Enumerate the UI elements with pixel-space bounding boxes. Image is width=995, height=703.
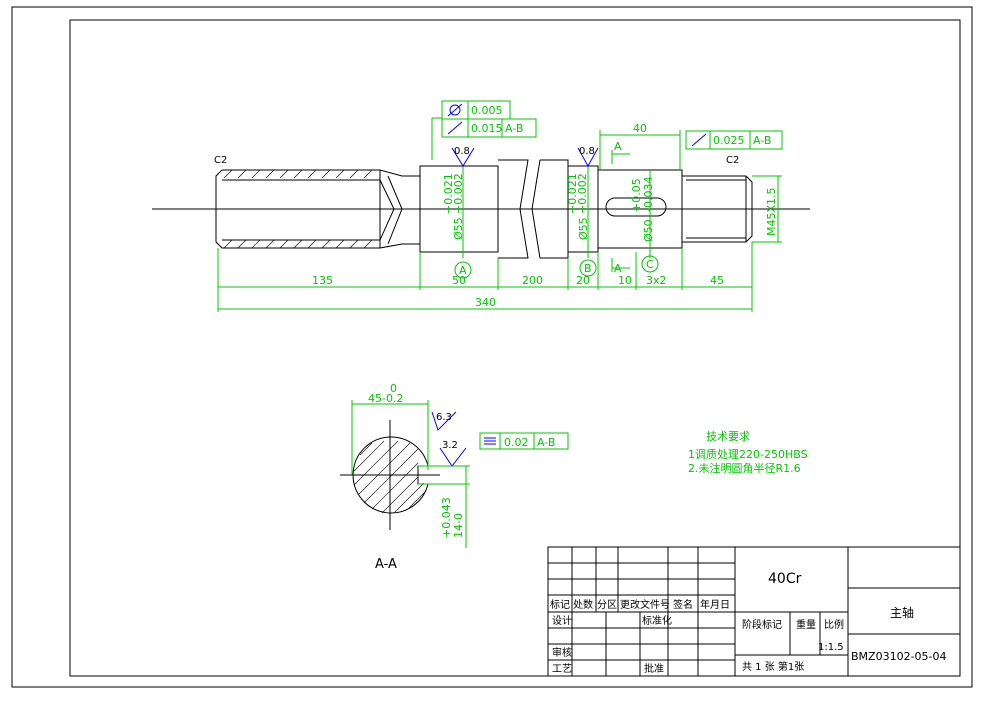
tb-standardize: 标准化 bbox=[642, 614, 672, 627]
cylindricity-icon bbox=[449, 104, 461, 116]
dim-3x2: 3x2 bbox=[646, 274, 667, 287]
roughness-section-b: 3.2 bbox=[442, 440, 458, 451]
section-mark-bottom: A bbox=[614, 262, 622, 275]
dim-40: 40 bbox=[633, 122, 647, 135]
tolerance-symbols bbox=[431, 103, 707, 467]
tb-material: 40Cr bbox=[768, 571, 802, 587]
dim-10: 10 bbox=[618, 274, 632, 287]
roughness-b-icon bbox=[577, 147, 599, 168]
bearing-seat-a bbox=[419, 165, 499, 253]
tb-scale: 1:1.5 bbox=[818, 642, 844, 653]
chamfer-left: C2 bbox=[214, 155, 227, 166]
tb-approve: 批准 bbox=[644, 662, 664, 675]
tb-zone: 分区 bbox=[597, 599, 617, 611]
keyway-section bbox=[597, 169, 683, 249]
section-label: A-A bbox=[375, 557, 397, 572]
inner-frame bbox=[69, 19, 961, 677]
dim-thread: M45X1.5 bbox=[765, 187, 778, 236]
roughness-section-a-icon bbox=[431, 411, 457, 431]
left-section-outline bbox=[215, 169, 421, 249]
tol-dia55-a-top: +0.021 bbox=[442, 173, 455, 214]
dim-50: 50 bbox=[452, 274, 466, 287]
middle-body-right bbox=[531, 159, 569, 259]
left-hatching bbox=[223, 169, 373, 249]
tb-process: 工艺 bbox=[552, 663, 572, 675]
roughness-a: 0.8 bbox=[454, 146, 470, 157]
tb-check: 审核 bbox=[552, 646, 572, 659]
dim-200: 200 bbox=[522, 274, 543, 287]
tol-dia50-bottom: -0.034 bbox=[642, 177, 655, 212]
shaft-view bbox=[152, 159, 810, 259]
datum-markers bbox=[454, 255, 659, 279]
thread-section bbox=[682, 175, 753, 243]
tol-runout-ref: A-B bbox=[505, 122, 523, 135]
section-depth-tol: +0.043 bbox=[440, 497, 453, 538]
tb-change-doc: 更改文件号 bbox=[620, 598, 670, 611]
chamfer-right: C2 bbox=[726, 155, 739, 166]
tech-req-line1: 1调质处理220-250HBS bbox=[688, 448, 808, 461]
roughness-b: 0.8 bbox=[579, 146, 595, 157]
section-view bbox=[340, 400, 470, 548]
dim-135: 135 bbox=[312, 274, 333, 287]
datum-a: A bbox=[459, 264, 467, 277]
roughness-a-icon bbox=[451, 147, 475, 167]
outer-frame bbox=[11, 6, 973, 688]
section-width-top: 0 bbox=[390, 382, 397, 395]
tolerance-frames bbox=[441, 100, 783, 450]
section-depth: 14-0 bbox=[452, 513, 465, 538]
tech-req-line2: 2.未注明圆角半径R1.6 bbox=[688, 461, 801, 475]
tb-date: 年月日 bbox=[700, 598, 730, 611]
tb-design: 设计 bbox=[552, 614, 572, 627]
tb-part-name: 主轴 bbox=[890, 605, 914, 620]
dim-dia50: Ø50 bbox=[642, 219, 655, 242]
tb-sign: 签名 bbox=[673, 598, 693, 611]
tol-dia50-top: +0.05 bbox=[630, 178, 643, 212]
dim-20: 20 bbox=[576, 274, 590, 287]
tech-req-title: 技术要求 bbox=[706, 430, 750, 443]
tol-symmetry: 0.02 bbox=[504, 436, 529, 449]
dim-dia55-a: Ø55 bbox=[452, 217, 465, 240]
middle-body-left bbox=[498, 159, 529, 259]
tol-dia55-b-bottom: +0.002 bbox=[576, 173, 589, 214]
runout-arrow-icon-2 bbox=[691, 133, 707, 147]
tol-runout: 0.015 bbox=[471, 122, 503, 135]
dim-340: 340 bbox=[475, 296, 496, 309]
section-width: 45-0.2 bbox=[368, 392, 403, 405]
datum-b: B bbox=[584, 262, 592, 275]
dim-dia55-b: Ø55 bbox=[577, 217, 590, 240]
tb-mark: 标记 bbox=[550, 599, 570, 611]
tol-runout2: 0.025 bbox=[713, 134, 745, 147]
tol-runout2-ref: A-B bbox=[753, 134, 771, 147]
tol-dia55-a-bottom: +0.002 bbox=[452, 173, 465, 214]
tol-dia55-b-top: +0.021 bbox=[566, 173, 579, 214]
dim-45: 45 bbox=[710, 274, 724, 287]
tb-ratio: 比例 bbox=[824, 618, 844, 631]
title-block bbox=[547, 546, 961, 677]
tb-sheets: 共 1 张 第1张 bbox=[742, 660, 804, 673]
tb-count: 处数 bbox=[573, 598, 593, 611]
roughness-section-a: 6.3 bbox=[436, 412, 452, 423]
tb-stage: 阶段标记 bbox=[742, 618, 782, 631]
tol-cylindricity: 0.005 bbox=[471, 104, 503, 117]
tb-weight: 重量 bbox=[796, 618, 816, 631]
dimension-lines bbox=[217, 117, 782, 312]
tb-drawing-no: BMZ03102-05-04 bbox=[851, 650, 947, 663]
runout-arrow-icon bbox=[447, 121, 463, 135]
datum-c: C bbox=[646, 258, 654, 271]
tol-symmetry-ref: A-B bbox=[537, 436, 555, 449]
section-mark-top: A bbox=[614, 140, 622, 153]
keyway-slot bbox=[605, 197, 667, 217]
